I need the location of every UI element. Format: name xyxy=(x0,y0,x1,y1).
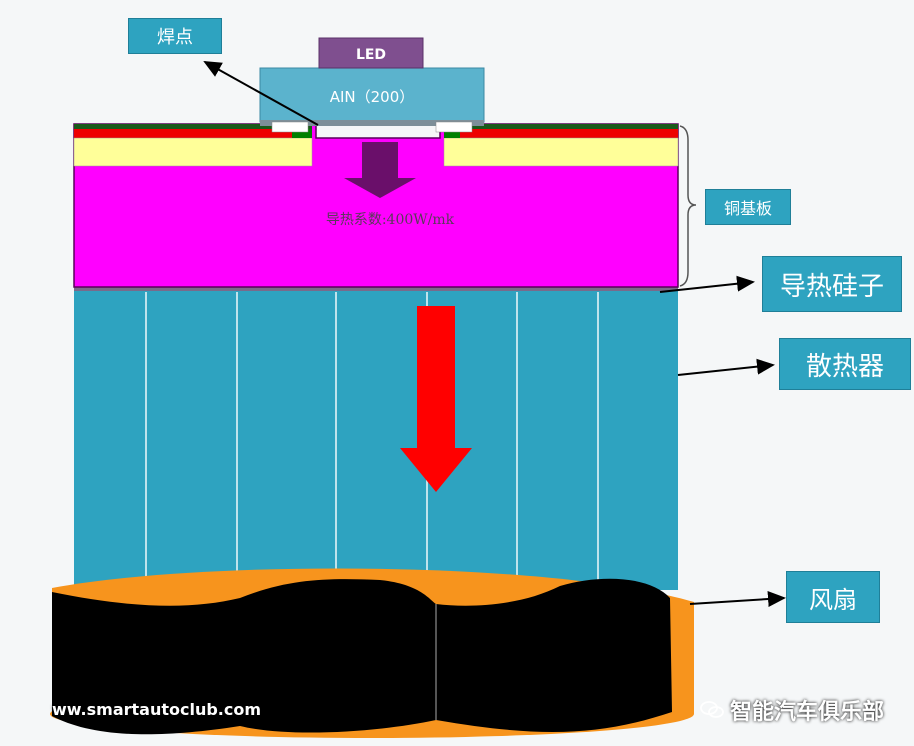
solder-label: 焊点 xyxy=(128,18,222,54)
watermark-site: ww.smartautoclub.com xyxy=(52,700,262,719)
copper-bracket xyxy=(679,125,697,287)
substrate-label: AIN（200） xyxy=(330,88,415,106)
led-chip xyxy=(318,37,424,69)
conductivity-label: 导热系数:400W/mk xyxy=(326,212,455,228)
heat-flow-arrow-red xyxy=(400,306,472,492)
led-label: LED xyxy=(356,47,386,63)
ain-substrate xyxy=(259,67,485,133)
copper-board-label: 铜基板 xyxy=(705,189,791,225)
solder-pointer-line xyxy=(203,61,319,126)
heat-flow-arrow-purple xyxy=(344,142,416,198)
watermark-brand: 智能汽车俱乐部 xyxy=(700,694,884,726)
heatsink xyxy=(74,290,678,590)
heatsink-label: 散热器 xyxy=(779,338,911,390)
fan-label: 风扇 xyxy=(786,571,880,623)
copper-base-board xyxy=(73,123,679,288)
fan xyxy=(50,568,694,738)
thermal-grease-label: 导热硅子 xyxy=(762,256,902,312)
wechat-icon xyxy=(700,700,724,720)
thermal-grease-layer xyxy=(74,286,678,291)
thermal-grease-pointer-line xyxy=(659,275,755,293)
watermark-brand-text: 智能汽车俱乐部 xyxy=(730,700,885,725)
fan-pointer-line xyxy=(689,591,786,608)
heatsink-pointer-line xyxy=(677,358,775,376)
